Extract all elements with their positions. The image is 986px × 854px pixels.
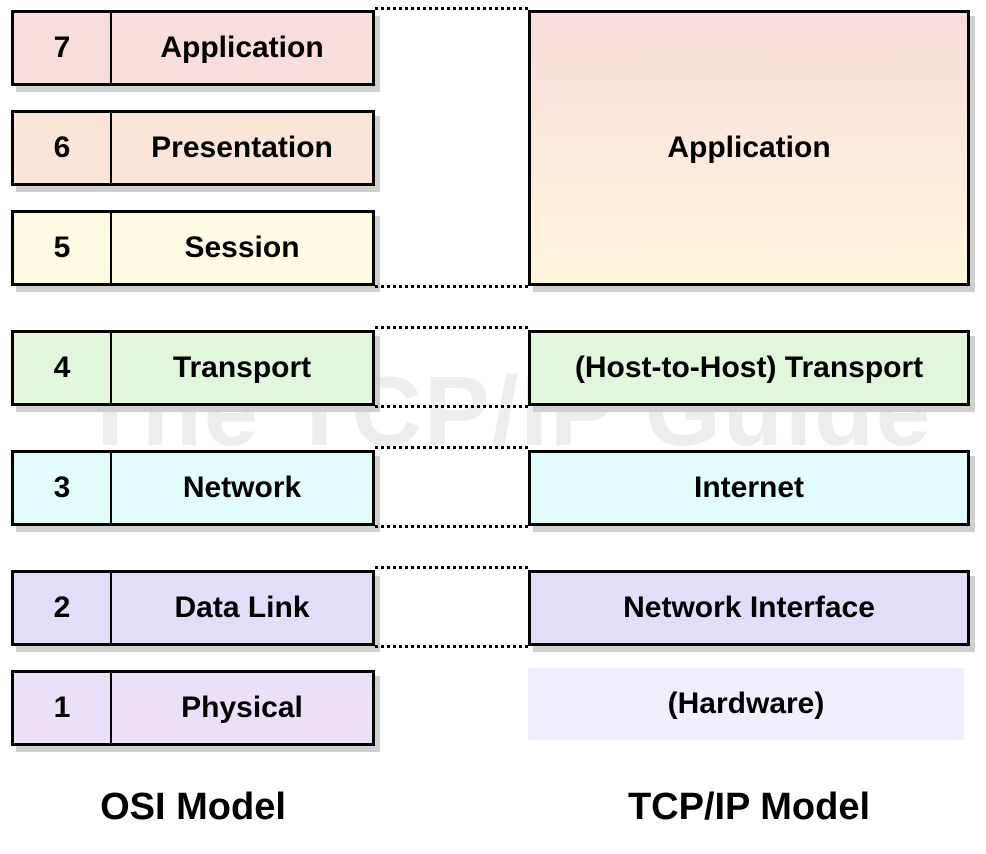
tcpip-layer-hardware: (Hardware) bbox=[528, 668, 964, 740]
connector-line bbox=[375, 645, 528, 648]
osi-layer-4: 4 Transport bbox=[11, 330, 375, 406]
connector-line bbox=[375, 285, 528, 288]
osi-model-caption: OSI Model bbox=[100, 786, 286, 828]
connector-line bbox=[375, 326, 528, 329]
osi-layer-number: 6 bbox=[14, 113, 112, 183]
tcpip-model-caption: TCP/IP Model bbox=[627, 786, 871, 828]
osi-layer-number: 7 bbox=[14, 13, 112, 83]
osi-layer-name: Physical bbox=[181, 691, 303, 724]
connector-line bbox=[375, 405, 528, 408]
osi-layer-number: 2 bbox=[14, 573, 112, 643]
connector-line bbox=[375, 566, 528, 569]
tcpip-layer-internet: Internet bbox=[528, 450, 970, 526]
osi-layer-number: 5 bbox=[14, 213, 112, 283]
osi-layer-name: Session bbox=[184, 231, 300, 264]
osi-layer-name: Network bbox=[182, 471, 302, 504]
osi-layer-name: Transport bbox=[172, 351, 312, 384]
osi-layer-name: Application bbox=[160, 31, 324, 64]
osi-layer-name: Data Link bbox=[174, 591, 310, 624]
tcpip-layer-application: Application bbox=[528, 10, 970, 286]
tcpip-layer-network-interface: Network Interface bbox=[528, 570, 970, 646]
osi-layer-number: 3 bbox=[14, 453, 112, 523]
connector-line bbox=[375, 525, 528, 528]
osi-layer-2: 2 Data Link bbox=[11, 570, 375, 646]
osi-layer-number: 1 bbox=[14, 673, 112, 743]
osi-layer-1: 1 Physical bbox=[11, 670, 375, 746]
osi-layer-7: 7 Application bbox=[11, 10, 375, 86]
osi-layer-3: 3 Network bbox=[11, 450, 375, 526]
connector-line bbox=[375, 7, 528, 10]
osi-layer-number: 4 bbox=[14, 333, 112, 403]
osi-layer-5: 5 Session bbox=[11, 210, 375, 286]
tcpip-layer-transport: (Host-to-Host) Transport bbox=[528, 330, 970, 406]
connector-line bbox=[375, 446, 528, 449]
osi-layer-6: 6 Presentation bbox=[11, 110, 375, 186]
osi-layer-name: Presentation bbox=[151, 131, 333, 164]
